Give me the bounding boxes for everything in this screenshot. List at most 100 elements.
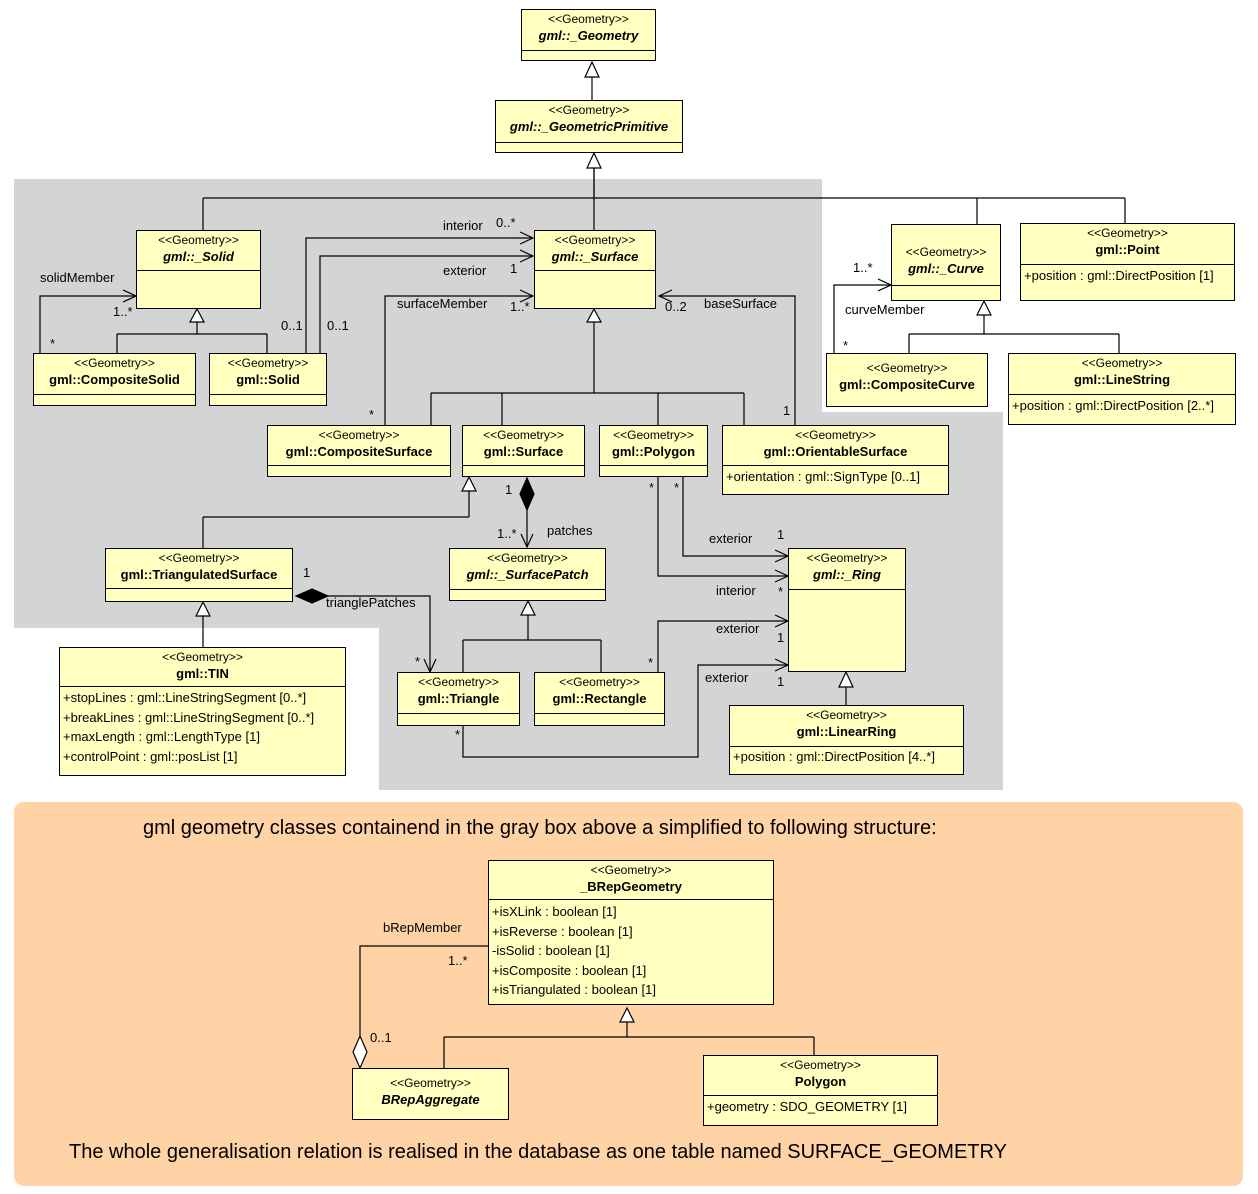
gen-tree-surface bbox=[430, 322, 745, 426]
multiplicity-label: 1..* bbox=[853, 260, 873, 275]
compartment-divider bbox=[600, 465, 707, 466]
stereotype-label: <<Geometry>> bbox=[795, 428, 876, 442]
class-gml-solid[interactable]: <<Geometry>>gml::Solid bbox=[209, 353, 327, 406]
compartment-divider bbox=[1021, 264, 1234, 265]
multiplicity-label: 1..* bbox=[497, 526, 517, 541]
stereotype-label: <<Geometry>> bbox=[227, 356, 309, 370]
class-gml-point[interactable]: <<Geometry>>gml::Point +position : gml::… bbox=[1020, 223, 1235, 301]
stereotype-label: <<Geometry>> bbox=[780, 1058, 861, 1072]
stereotype-label: <<Geometry>> bbox=[487, 551, 568, 565]
stereotype-label: <<Geometry>> bbox=[613, 428, 694, 442]
compartment-divider bbox=[1009, 394, 1235, 395]
assoc-solid-member bbox=[39, 295, 135, 354]
attribute: +controlPoint : gml::posList [1] bbox=[63, 748, 238, 764]
class-gml-composite-curve[interactable]: <<Geometry>>gml::CompositeCurve bbox=[826, 353, 988, 407]
class-gml-triangulated-surface[interactable]: <<Geometry>>gml::TriangulatedSurface bbox=[105, 548, 293, 602]
gen-tree-curve bbox=[908, 315, 1120, 354]
class-gml-tin[interactable]: <<Geometry>>gml::TIN +stopLines : gml::L… bbox=[59, 647, 346, 776]
role-label-surface-member: surfaceMember bbox=[397, 296, 488, 311]
compartment-divider bbox=[268, 465, 450, 466]
compartment-divider bbox=[463, 465, 584, 466]
multiplicity-label: 0..* bbox=[496, 215, 516, 230]
attribute: +isTriangulated : boolean [1] bbox=[492, 982, 656, 997]
class-gml-curve-abstract[interactable]: <<Geometry>>gml::_Curve bbox=[891, 224, 1001, 301]
role-label-exterior: exterior bbox=[709, 531, 753, 546]
multiplicity-label: 1 bbox=[510, 261, 518, 276]
class-brep-polygon[interactable]: <<Geometry>>Polygon +geometry : SDO_GEOM… bbox=[703, 1055, 938, 1126]
class-brep-geometry[interactable]: <<Geometry>>_BRepGeometry +isXLink : boo… bbox=[488, 860, 774, 1005]
multiplicity-label: * bbox=[649, 480, 655, 495]
attribute: +orientation : gml::SignType [0..1] bbox=[726, 469, 921, 484]
compartment-divider bbox=[535, 713, 664, 714]
gen-tree-solid bbox=[116, 322, 268, 354]
stereotype-label: <<Geometry>> bbox=[548, 103, 630, 117]
stereotype-label: <<Geometry>> bbox=[390, 1076, 471, 1090]
class-gml-linear-ring[interactable]: <<Geometry>>gml::LinearRing +position : … bbox=[729, 705, 964, 775]
class-gml-solid-abstract[interactable]: <<Geometry>>gml::_Solid bbox=[136, 230, 261, 309]
multiplicity-label: * bbox=[50, 336, 56, 351]
stereotype-label: <<Geometry>> bbox=[318, 428, 400, 442]
gen-tree-primitive bbox=[202, 168, 1126, 231]
class-gml-line-string[interactable]: <<Geometry>>gml::LineString +position : … bbox=[1008, 353, 1236, 425]
class-gml-triangle[interactable]: <<Geometry>>gml::Triangle bbox=[397, 672, 520, 726]
stereotype-label: <<Geometry>> bbox=[483, 428, 564, 442]
assoc-surface-member bbox=[384, 295, 532, 426]
compartment-divider bbox=[535, 270, 655, 271]
compartment-divider bbox=[60, 686, 345, 687]
multiplicity-label: * bbox=[415, 654, 421, 669]
class-name: gml::_Ring bbox=[813, 567, 881, 582]
multiplicity-label: 1 bbox=[303, 565, 311, 580]
assoc-triangle-patches bbox=[328, 595, 431, 671]
stereotype-label: <<Geometry>> bbox=[1081, 356, 1163, 370]
role-label-interior: interior bbox=[443, 218, 483, 233]
attribute: +stopLines : gml::LineStringSegment [0..… bbox=[63, 690, 307, 705]
attribute: +maxLength : gml::LengthType [1] bbox=[63, 729, 260, 744]
role-label-exterior: exterior bbox=[716, 621, 760, 636]
class-brep-aggregate[interactable]: <<Geometry>>BRepAggregate bbox=[352, 1068, 509, 1120]
class-gml-ring[interactable]: <<Geometry>>gml::_Ring bbox=[788, 548, 906, 672]
multiplicity-label: 0..2 bbox=[665, 299, 687, 314]
class-name: Polygon bbox=[794, 1074, 847, 1089]
compartment-divider bbox=[730, 746, 963, 747]
composition-diamond bbox=[294, 588, 330, 604]
gen-arrowhead bbox=[520, 599, 536, 616]
class-gml-surface-patch[interactable]: <<Geometry>>gml::_SurfacePatch bbox=[449, 548, 606, 601]
gen-arrowhead bbox=[619, 1006, 635, 1023]
multiplicity-label: 1..* bbox=[448, 953, 468, 968]
class-gml-rectangle[interactable]: <<Geometry>>gml::Rectangle bbox=[534, 672, 665, 726]
class-gml-geometric-primitive[interactable]: <<Geometry>>gml::_GeometricPrimitive bbox=[495, 100, 683, 153]
class-gml-surface-abstract[interactable]: <<Geometry>>gml::_Surface bbox=[534, 230, 656, 309]
compartment-divider bbox=[450, 589, 605, 590]
note-footer: The whole generalisation relation is rea… bbox=[69, 1141, 1007, 1163]
stereotype-label: <<Geometry>> bbox=[158, 233, 239, 247]
compartment-divider bbox=[489, 899, 773, 900]
role-label-curve-member: curveMember bbox=[845, 302, 925, 317]
arrowhead-open bbox=[519, 289, 535, 303]
class-name: gml::CompositeSolid bbox=[49, 372, 180, 387]
gen-arrowhead bbox=[976, 299, 992, 316]
class-gml-composite-surface[interactable]: <<Geometry>>gml::CompositeSurface bbox=[267, 425, 451, 477]
role-label-base-surface: baseSurface bbox=[704, 296, 777, 311]
attribute: +position : gml::DirectPosition [4..*] bbox=[733, 749, 935, 764]
class-gml-geometry[interactable]: <<Geometry>>gml::_Geometry bbox=[521, 9, 656, 61]
class-name: gml::Polygon bbox=[611, 444, 696, 459]
class-gml-orientable-surface[interactable]: <<Geometry>>gml::OrientableSurface +orie… bbox=[722, 425, 949, 495]
class-gml-composite-solid[interactable]: <<Geometry>>gml::CompositeSolid bbox=[33, 353, 196, 406]
multiplicity-label: * bbox=[843, 338, 849, 353]
gen-tree-patch bbox=[462, 615, 602, 672]
attribute: +isComposite : boolean [1] bbox=[492, 962, 647, 978]
compartment-divider bbox=[398, 713, 519, 714]
role-label-exterior: exterior bbox=[443, 263, 487, 278]
composition-diamond bbox=[519, 476, 535, 512]
class-gml-surface[interactable]: <<Geometry>>gml::Surface bbox=[462, 425, 585, 477]
stereotype-label: <<Geometry>> bbox=[559, 675, 640, 689]
class-gml-polygon[interactable]: <<Geometry>>gml::Polygon bbox=[599, 425, 708, 477]
class-name: gml::_Geometry bbox=[538, 28, 639, 43]
class-name: gml::LineString bbox=[1073, 372, 1171, 387]
stereotype-label: <<Geometry>> bbox=[905, 245, 987, 259]
multiplicity-label: 1 bbox=[777, 674, 785, 689]
multiplicity-label: 1..* bbox=[113, 304, 133, 319]
stereotype-label: <<Geometry>> bbox=[1087, 226, 1168, 240]
